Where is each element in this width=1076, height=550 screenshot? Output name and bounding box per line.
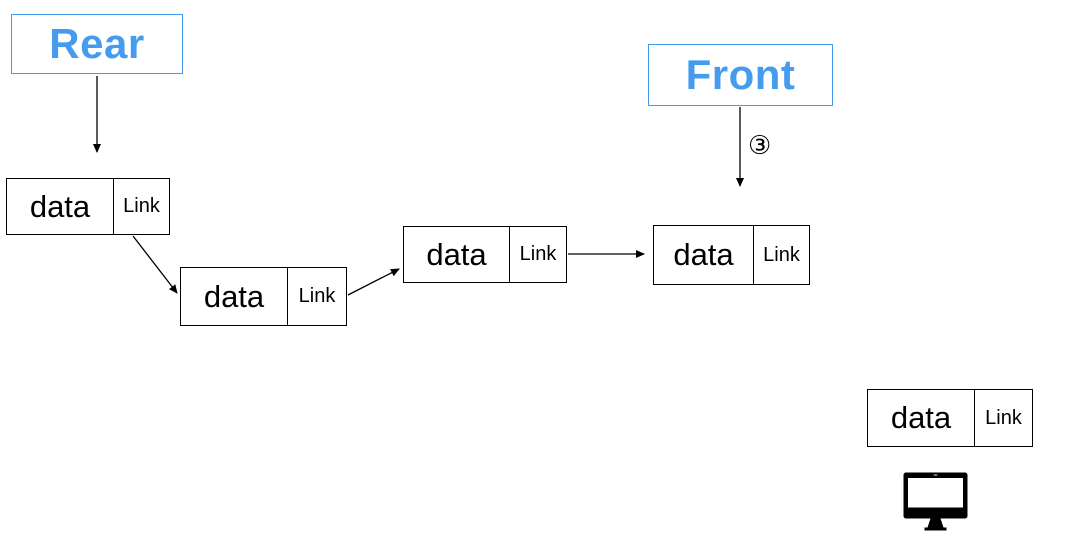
node-link-cell: Link [763,243,800,266]
node-link-cell: Link [519,243,557,265]
node-data-cell: data [181,268,288,325]
node-detached: data Link [867,389,1033,447]
node-data-cell: data [654,226,754,284]
node-data-cell: data [868,390,975,446]
front-pointer-label: Front [648,44,833,106]
rear-pointer-text: Rear [49,20,145,67]
node-link-cell: Link [298,285,336,307]
node-second: data Link [180,267,347,326]
rear-pointer-label: Rear [11,14,183,74]
monitor-icon [903,472,968,531]
arrow-node2-to-node3 [347,268,400,296]
node-rear: data Link [6,178,170,235]
front-pointer-text: Front [685,51,796,98]
node-third: data Link [403,226,567,283]
node-data-cell: data [404,227,510,282]
node-link-cell: Link [985,406,1022,429]
step-3-badge: ③ [748,130,772,160]
node-front: data Link [653,225,810,285]
node-link-cell: Link [123,195,160,217]
node-data-cell: data [7,179,114,234]
arrow-node1-to-node2 [132,235,178,294]
